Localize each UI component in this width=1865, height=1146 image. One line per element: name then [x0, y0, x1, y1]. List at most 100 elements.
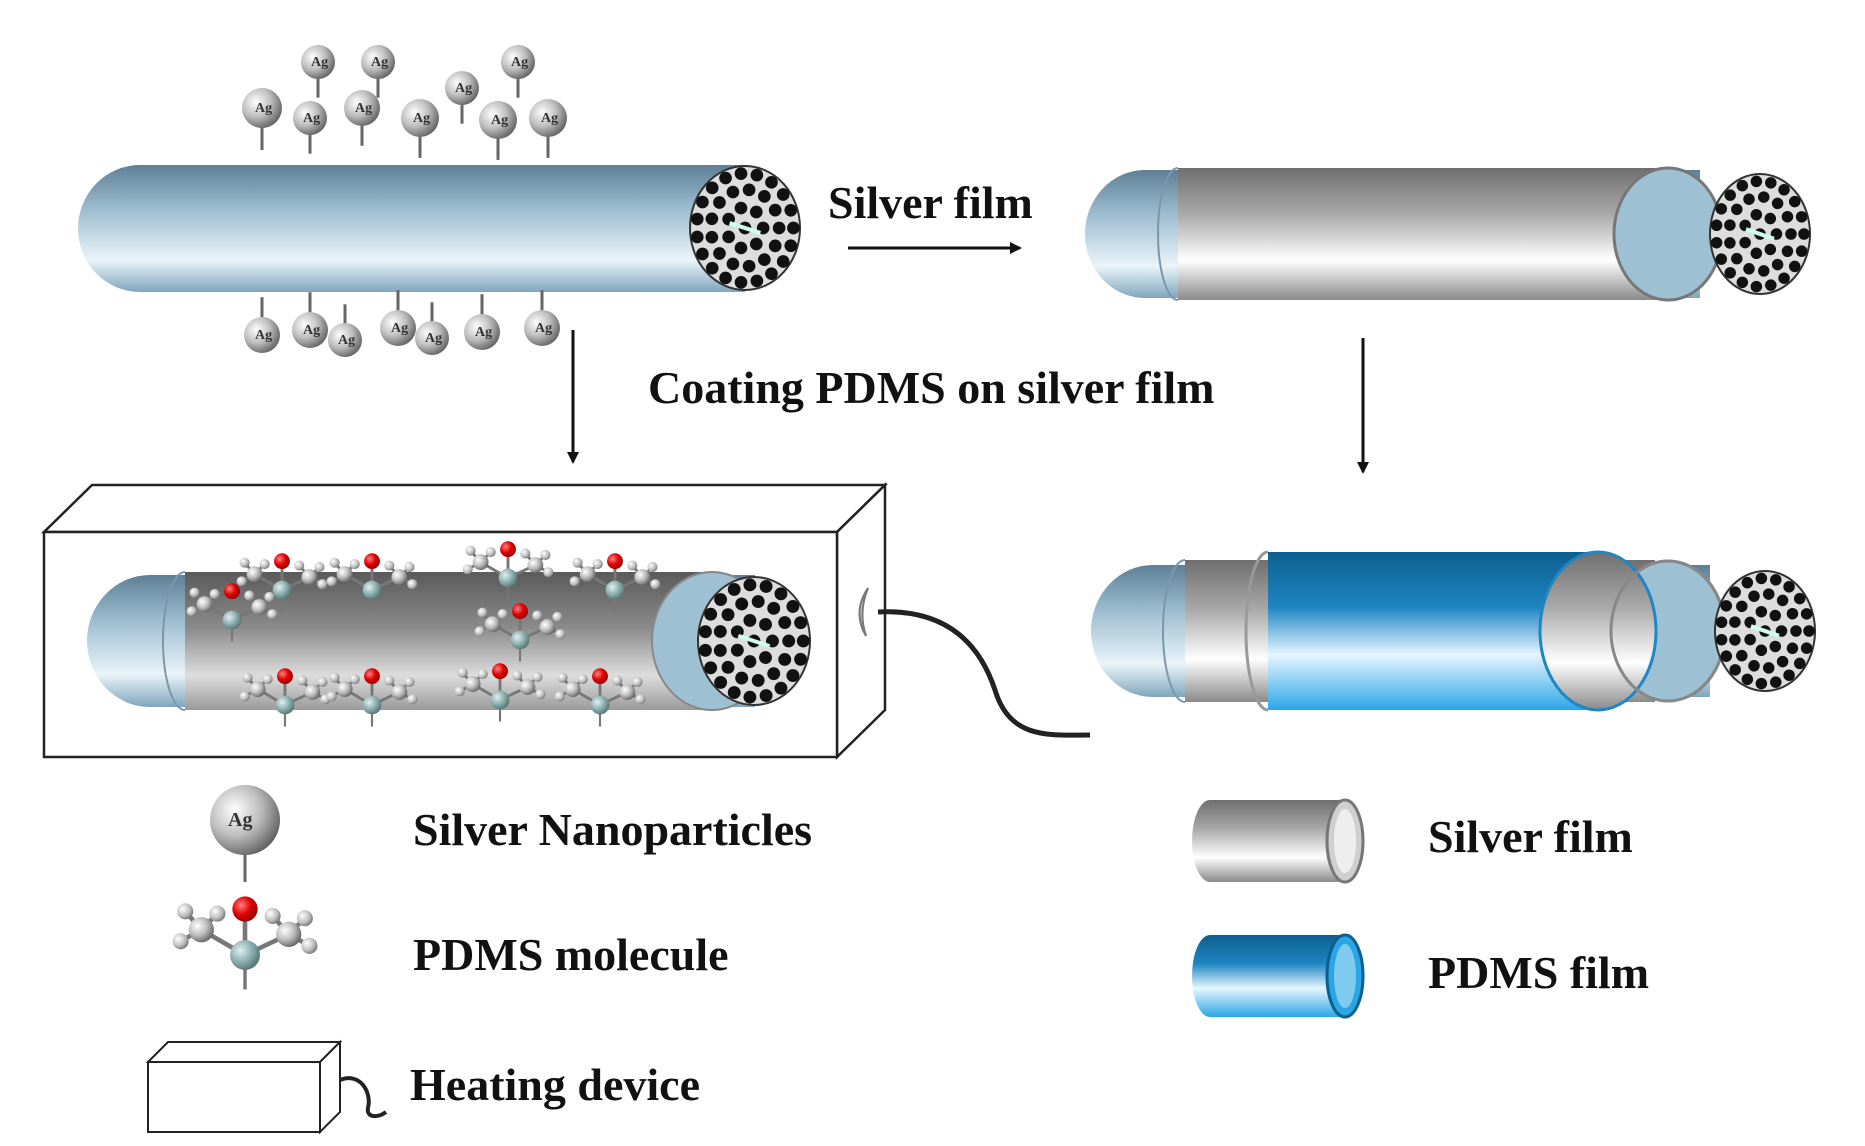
ag-nanoparticle-label: Ag — [425, 331, 442, 346]
ag-nanoparticle — [293, 101, 327, 135]
heating-device-icon-front — [147, 1061, 321, 1133]
oxygen-atom — [364, 553, 380, 570]
coating-step-label: Coating PDMS on silver film — [648, 362, 1214, 413]
pdms-molecule — [454, 663, 546, 722]
legend-pdms-film: PDMS film — [1192, 933, 1649, 1019]
ag-nanoparticle-label: Ag — [355, 101, 372, 116]
ag-nanoparticle — [501, 45, 535, 79]
ag-nanoparticle-label: Ag — [255, 101, 272, 116]
pdms-molecule — [462, 541, 554, 600]
ag-nanoparticle — [244, 317, 280, 353]
ag-nanoparticle-label: Ag — [535, 321, 552, 336]
silver-film-edge — [1612, 166, 1724, 302]
silicon-atom — [272, 580, 292, 600]
silicon-atom — [222, 610, 242, 630]
silicon-atom — [362, 695, 382, 715]
ag-nanoparticle-label: Ag — [541, 111, 558, 126]
silicon-atom — [510, 630, 530, 650]
pdms-molecules-cluster — [186, 541, 661, 727]
ag-nanoparticle — [301, 45, 335, 79]
legend-heating-device: Heating device — [145, 1039, 700, 1135]
silicon-atom — [590, 695, 610, 715]
ag-nanoparticle-label: Ag — [371, 55, 388, 70]
oxygen-atom — [277, 668, 293, 685]
silver-film-layer — [1178, 168, 1668, 300]
ag-nanoparticle-label: Ag — [303, 323, 320, 338]
legend-silver-nanoparticles-label: Silver Nanoparticles — [413, 804, 812, 855]
legend-silver-nanoparticles: Ag Silver Nanoparticles — [210, 785, 812, 882]
chamber-top-face — [40, 483, 889, 534]
ag-nanoparticle-label: Ag — [413, 111, 430, 126]
heating-device-icon-top — [145, 1041, 343, 1063]
ag-nanoparticle — [361, 45, 395, 79]
ag-nanoparticle-label: Ag — [391, 321, 408, 336]
pdms-molecule — [554, 668, 646, 727]
oxygen-atom — [232, 896, 258, 922]
oxygen-atom — [607, 553, 623, 570]
ag-nanoparticle — [445, 71, 479, 105]
pdms-molecule — [239, 668, 331, 727]
silicon-atom — [605, 580, 625, 600]
silver-coated-fiber — [1085, 166, 1811, 302]
ag-nanoparticle-label: Ag — [303, 111, 320, 126]
silicon-atom — [230, 940, 260, 970]
oxygen-atom — [274, 553, 290, 570]
pdms-molecule-icon — [172, 896, 318, 990]
ag-nanoparticle — [529, 99, 567, 137]
ag-nanoparticle-label: Ag — [311, 55, 328, 70]
ag-nanoparticle — [328, 323, 362, 357]
pdms-molecule — [326, 668, 418, 727]
bare-fiber-body — [78, 165, 745, 292]
silicon-atom — [490, 690, 510, 710]
silicon-atom — [275, 695, 295, 715]
fiber-end-cross-section — [1714, 570, 1816, 692]
pdms-molecule — [569, 553, 661, 612]
pdms-molecule — [186, 583, 278, 642]
pdms-molecule — [474, 603, 566, 662]
heater-connector — [858, 587, 869, 637]
oxygen-atom — [364, 668, 380, 685]
oxygen-atom — [224, 583, 240, 600]
ag-nanoparticle — [292, 312, 328, 348]
ag-particle-icon — [210, 785, 280, 855]
heating-device-chamber — [40, 482, 1091, 760]
ag-nanoparticle-label: Ag — [338, 333, 355, 348]
legend-silver-film: Silver film — [1192, 798, 1633, 884]
fiber-end-cross-section — [689, 165, 801, 291]
silicon-atom — [498, 568, 518, 588]
pdms-molecule — [326, 553, 418, 612]
silver-film-step-label: Silver film — [828, 177, 1033, 228]
oxygen-atom — [492, 663, 508, 680]
legend-pdms-film-label: PDMS film — [1428, 947, 1649, 998]
pdms-film-tube-icon — [1192, 935, 1345, 1017]
ag-nanoparticle — [401, 99, 439, 137]
pdms-film-edge — [1538, 550, 1658, 712]
oxygen-atom — [512, 603, 528, 620]
ag-particle-symbol: Ag — [228, 809, 252, 831]
legend-heating-device-label: Heating device — [410, 1059, 700, 1110]
ag-nanoparticle-label: Ag — [475, 325, 492, 340]
silver-film-tube-icon — [1192, 800, 1345, 882]
ag-nanoparticle — [415, 321, 449, 355]
ag-nanoparticle-label: Ag — [491, 113, 508, 128]
pdms-coated-fiber — [1091, 550, 1816, 712]
legend-pdms-molecule-label: PDMS molecule — [413, 929, 729, 980]
ag-nanoparticle — [524, 310, 560, 346]
legend-silver-film-label: Silver film — [1428, 811, 1633, 862]
ag-nanoparticle — [479, 101, 517, 139]
ag-nanoparticle — [464, 314, 500, 350]
silicon-atom — [362, 580, 382, 600]
ag-nanoparticle — [344, 90, 380, 126]
pdms-molecule — [236, 553, 328, 612]
oxygen-atom — [592, 668, 608, 685]
ag-nanoparticle — [380, 310, 416, 346]
ag-nanoparticle-label: Ag — [255, 328, 272, 343]
oxygen-atom — [500, 541, 516, 558]
fiber-end-cross-section — [1709, 173, 1811, 295]
heater-cable — [877, 609, 1091, 738]
ag-nanoparticle-label: Ag — [455, 81, 472, 96]
